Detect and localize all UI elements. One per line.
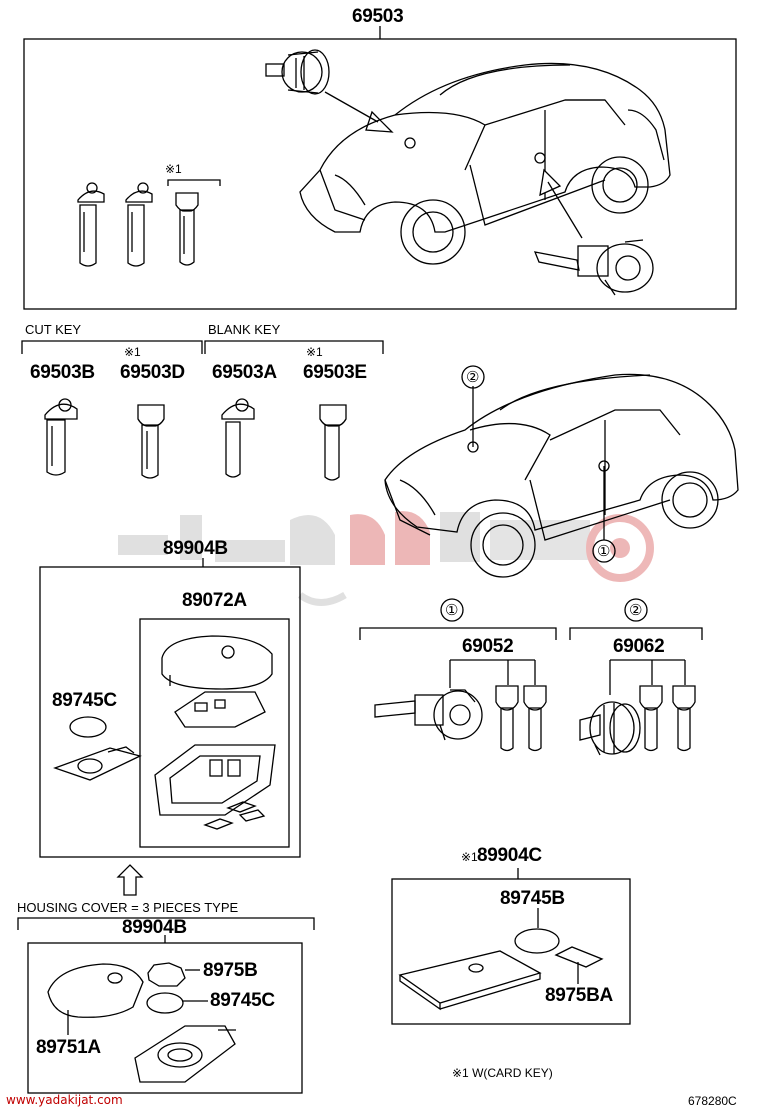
three-piece-part-number: 89904B <box>122 917 187 938</box>
callout-1-circle-set <box>440 598 464 622</box>
key-set2-b <box>672 685 696 752</box>
key-69503B <box>44 398 78 476</box>
callout-1-set: ① <box>445 602 459 619</box>
part-89745B: 89745B <box>500 888 565 909</box>
key-D-note-mark: ※1 <box>124 345 141 359</box>
trunk-cylinder-set2 <box>579 701 641 756</box>
part-8975B: 8975B <box>203 960 258 981</box>
part-89751A: 89751A <box>36 1037 101 1058</box>
part-69052: 69052 <box>462 636 514 657</box>
cover-8975BA <box>554 946 604 968</box>
base-plate <box>134 1025 236 1083</box>
top-part-number: 69503 <box>352 6 404 27</box>
ignition-cylinder <box>265 49 330 95</box>
watermark-logo <box>118 511 654 606</box>
housing-frame <box>154 744 276 816</box>
middle-car <box>384 373 739 578</box>
card-key-footnote: ※1 W(CARD KEY) <box>452 1066 553 1080</box>
up-arrow <box>116 864 144 896</box>
callout-2-car: ② <box>466 369 480 386</box>
door-cylinder-set1 <box>374 689 483 741</box>
part-69503A: 69503A <box>212 362 277 383</box>
battery-89745B <box>514 928 560 954</box>
small-parts <box>203 801 266 830</box>
part-69503D: 69503D <box>120 362 185 383</box>
top-car <box>299 62 671 265</box>
key-set1-a <box>495 685 519 752</box>
top-card-key-blade <box>175 192 199 266</box>
card-key-cover <box>398 950 542 1011</box>
key-set1-b <box>523 685 547 752</box>
key-E-note-mark: ※1 <box>306 345 323 359</box>
part-8975BA: 8975BA <box>545 985 613 1006</box>
top-note-mark: ※1 <box>165 162 182 176</box>
part-69503E: 69503E <box>303 362 367 383</box>
key-69503A <box>221 398 255 478</box>
transmitter-part-number: 89904B <box>163 538 228 559</box>
cover-8975B <box>147 962 186 987</box>
diagram-code: 678280C <box>688 1094 737 1108</box>
top-key-2 <box>125 182 153 267</box>
top-box <box>23 38 737 310</box>
battery-holder <box>53 746 142 781</box>
battery-part-number-a: 89745C <box>52 690 117 711</box>
cut-key-label: CUT KEY <box>25 322 82 337</box>
three-piece-box <box>27 942 303 1094</box>
part-69503B: 69503B <box>30 362 95 383</box>
callout-2-circle-set <box>624 598 648 622</box>
housing-part-number: 89072A <box>182 590 247 611</box>
callout-1-circle-car <box>592 539 616 563</box>
callout-1-car: ① <box>597 543 611 560</box>
card-key-part-number: 89904C <box>477 845 542 866</box>
key-69503D <box>137 404 165 479</box>
card-key-note-mark: ※1 <box>461 850 478 864</box>
part-69062: 69062 <box>613 636 665 657</box>
card-key-box <box>391 878 631 1025</box>
key-69503E <box>319 404 347 481</box>
callout-2-circle-car <box>461 365 485 389</box>
door-cylinder <box>533 239 654 296</box>
cover-89751A <box>47 963 144 1035</box>
watermark-url: www.yadakijat.com <box>6 1093 123 1107</box>
battery-89745C-b <box>146 992 184 1014</box>
circuit-board <box>174 691 266 728</box>
blank-key-label: BLANK KEY <box>208 322 281 337</box>
top-key-1 <box>77 182 105 267</box>
part-89745C-b: 89745C <box>210 990 275 1011</box>
callout-2-set: ② <box>629 602 643 619</box>
housing-note: HOUSING COVER = 3 PIECES TYPE <box>17 900 239 915</box>
transmitter-box <box>39 566 301 858</box>
key-set2-a <box>639 685 663 752</box>
battery-89745C-a <box>69 716 107 738</box>
housing-box <box>139 618 290 848</box>
housing-cover <box>161 635 273 690</box>
